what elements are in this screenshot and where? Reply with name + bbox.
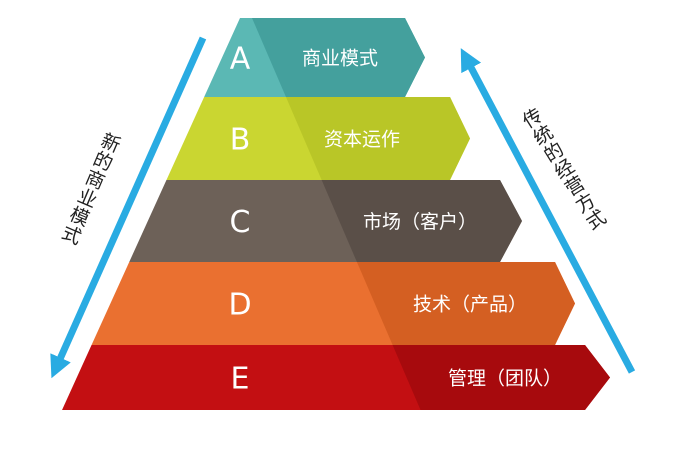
left-arrow [50,36,207,379]
level-label: 管理（团队） [448,368,562,390]
level-e: E 管理（团队） [62,345,611,410]
band-right-shade [392,345,610,410]
level-label: 资本运作 [324,129,400,151]
level-label: 商业模式 [302,48,378,70]
level-letter: B [230,123,251,158]
level-d: D 技术（产品） [91,262,576,345]
right-arrow [460,48,636,374]
level-letter: A [230,42,251,77]
level-a: A 商业模式 [204,18,425,97]
level-letter: D [228,288,251,323]
level-label: 市场（客户） [363,211,477,233]
level-letter: E [231,362,250,397]
band-right-shade [321,180,522,262]
level-c: C 市场（客户） [129,180,522,262]
band-right-shade [285,97,470,180]
level-b: B 资本运作 [166,97,470,180]
level-label: 技术（产品） [413,294,527,316]
band-right-shade [252,18,425,97]
band-right-shade [356,262,575,345]
level-letter: C [230,205,251,240]
